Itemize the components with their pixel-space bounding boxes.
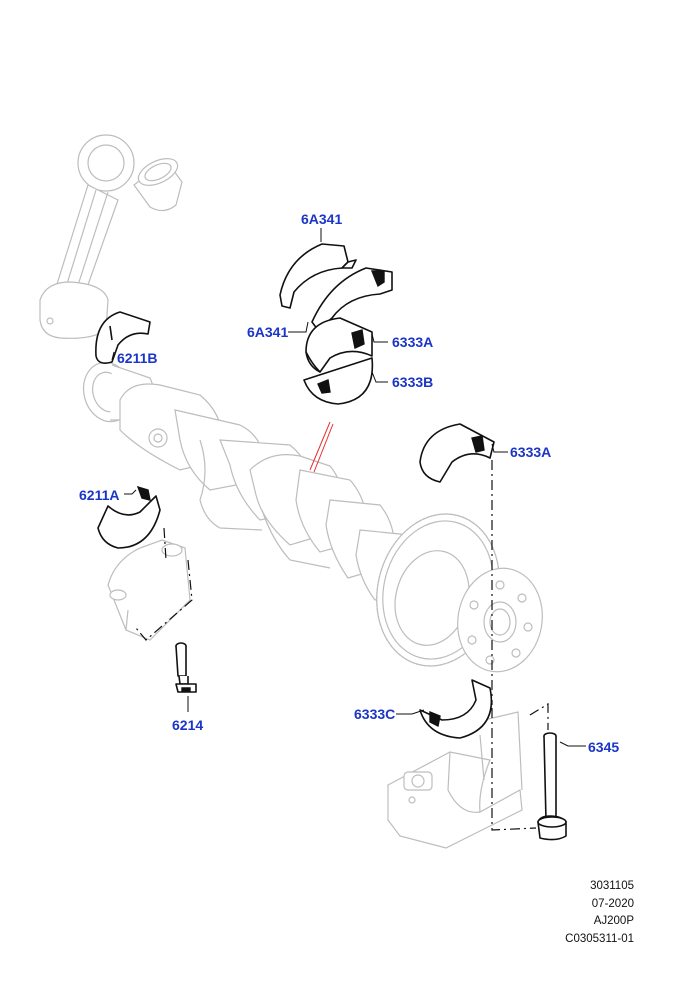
label-6211A[interactable]: 6211A [79,487,119,503]
label-6333C[interactable]: 6333C [354,706,395,722]
part-labels: 6A341 6A341 6333A 6333B 6333A 6211B 6211… [79,211,619,755]
piston-pin-bushing-ghost [133,158,183,212]
label-6333B[interactable]: 6333B [392,374,433,390]
label-6345[interactable]: 6345 [588,739,619,755]
assembly-centerlines [135,460,549,831]
label-6333A-right[interactable]: 6333A [510,444,551,460]
illustration-id: C0305311-01 [565,932,634,945]
label-6A341-top[interactable]: 6A341 [301,211,342,227]
main-bearing-shell-right[interactable] [419,423,495,483]
flywheel-flange-ghost [457,567,543,673]
leader-lines [111,228,586,747]
main-bearing-cap-ghost [387,711,523,849]
engine-code: AJ200P [593,915,634,927]
main-bearing-shell-bottom[interactable] [419,679,493,739]
label-6A341-bottom[interactable]: 6A341 [247,324,288,340]
alignment-marks [309,421,334,473]
connecting-rod-ghost [39,134,135,339]
label-6214[interactable]: 6214 [172,717,203,733]
main-bearing-bolt[interactable] [537,732,567,841]
thrust-washer-lower[interactable] [311,267,393,331]
drawing-number: 3031105 [590,880,634,892]
thrust-washer-upper[interactable] [279,243,357,309]
conrod-cap-ghost [107,539,191,641]
main-bearing-shell-upper[interactable] [305,317,373,373]
conrod-bearing-shell-lower[interactable] [97,485,161,549]
label-6211B[interactable]: 6211B [117,350,157,366]
conrod-bolt[interactable] [175,642,197,693]
drawing-reference-block: 3031105 07-2020 AJ200P C0305311-01 [565,878,634,948]
drawing-date: 07-2020 [591,897,634,910]
label-6333A-upper[interactable]: 6333A [392,334,433,350]
conrod-bearing-shell-upper[interactable] [95,311,151,364]
